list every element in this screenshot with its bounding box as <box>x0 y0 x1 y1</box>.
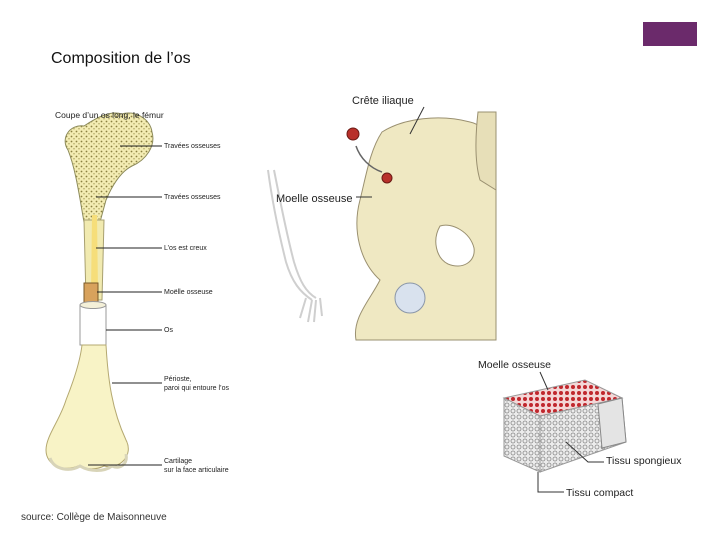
femur-cut-section <box>79 304 107 346</box>
femur-head <box>64 112 154 223</box>
femur-lower-shaft <box>45 344 129 470</box>
pelvis-arrow <box>355 145 383 173</box>
spine-segment <box>475 111 497 191</box>
marrow-spot-2 <box>381 172 393 184</box>
pelvis-marrow-label: Moelle osseuse <box>276 193 352 205</box>
femoral-head <box>394 282 426 314</box>
femur-label-4: Moëlle osseuse <box>164 289 213 296</box>
bone-tissue-illustration: Moelle osseuse Tissu spongieux Tissu com… <box>478 359 682 499</box>
iliac-wing <box>354 117 497 341</box>
femur-label-5: Os <box>164 327 173 334</box>
tissue-compact-layer <box>597 397 627 449</box>
marrow-spot-1 <box>346 127 360 141</box>
tissue-marrow-label: Moelle osseuse <box>478 359 551 371</box>
pelvis-illustration: Crête iliaque Moelle osseuse <box>267 95 497 341</box>
femur-label-6: Périoste,paroi qui entoure l’os <box>164 376 229 392</box>
pelvis-crest-label: Crête iliaque <box>352 95 414 107</box>
femur-leader-lines <box>88 145 162 466</box>
source-caption: source: Collège de Maisonneuve <box>21 512 167 523</box>
corner-accent-tab <box>643 22 697 46</box>
arm-skeleton-sketch <box>267 169 323 323</box>
femur-label-2: Travées osseuses <box>164 194 221 201</box>
tissue-compact-label: Tissu compact <box>566 487 633 499</box>
femur-label-1: Travées osseuses <box>164 143 221 150</box>
femur-label-3: L’os est creux <box>164 245 207 252</box>
obturator-opening <box>435 224 475 267</box>
femur-heading: Coupe d’un os long, le fémur <box>55 110 164 120</box>
slide-title: Composition de l’os <box>51 50 191 67</box>
tissue-spongy-label: Tissu spongieux <box>606 455 682 467</box>
femur-hollow <box>91 215 98 292</box>
femur-illustration: Coupe d’un os long, le fémur Travées oss… <box>45 110 229 474</box>
